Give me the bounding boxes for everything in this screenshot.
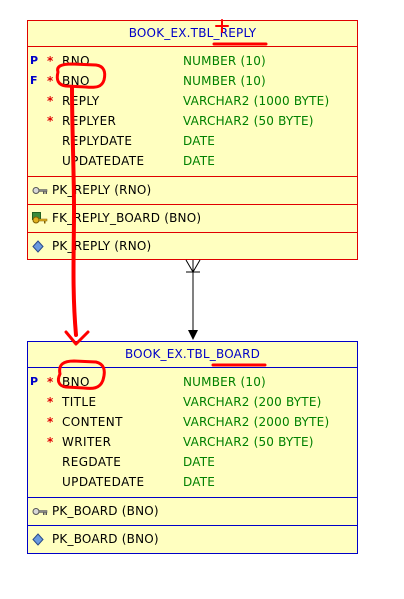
index-section[interactable]: PK_BOARD (BNO) — [28, 525, 357, 553]
column-type: NUMBER (10) — [183, 74, 266, 88]
column-row[interactable]: F * BNO NUMBER (10) — [28, 71, 357, 91]
column-type: DATE — [183, 154, 216, 168]
required-marker: * — [47, 415, 54, 429]
required-marker: * — [47, 375, 54, 389]
relationship-connector[interactable] — [185, 259, 201, 340]
column-name: BNO — [62, 74, 90, 88]
column-row[interactable]: UPDATEDATE DATE — [28, 472, 357, 492]
key-marker: F — [30, 74, 38, 87]
column-type: VARCHAR2 (200 BYTE) — [183, 395, 322, 409]
column-row[interactable]: UPDATEDATE DATE — [28, 151, 357, 171]
index-section[interactable]: PK_REPLY (RNO) — [28, 232, 357, 260]
column-type: NUMBER (10) — [183, 54, 266, 68]
primary-key-section[interactable]: PK_REPLY (RNO) — [28, 176, 357, 204]
column-row[interactable]: * TITLE VARCHAR2 (200 BYTE) — [28, 392, 357, 412]
column-name: WRITER — [62, 435, 112, 449]
foreign-key-icon — [32, 212, 48, 224]
primary-key-label: PK_REPLY (RNO) — [52, 183, 152, 197]
column-name: CONTENT — [62, 415, 123, 429]
key-marker: P — [30, 375, 39, 388]
column-name: UPDATEDATE — [62, 154, 145, 168]
foreign-key-section[interactable]: FK_REPLY_BOARD (BNO) — [28, 204, 357, 232]
column-list: P * BNO NUMBER (10) * TITLE VARCHAR2 (20… — [28, 368, 357, 497]
column-type: DATE — [183, 134, 216, 148]
required-marker: * — [47, 114, 54, 128]
column-type: VARCHAR2 (2000 BYTE) — [183, 415, 330, 429]
key-icon — [32, 187, 48, 194]
foreign-key-label: FK_REPLY_BOARD (BNO) — [52, 211, 202, 225]
diamond-icon — [32, 240, 44, 253]
required-marker: * — [47, 54, 54, 68]
required-marker: * — [47, 435, 54, 449]
column-row[interactable]: P * BNO NUMBER (10) — [28, 372, 357, 392]
column-type: DATE — [183, 475, 216, 489]
column-type: NUMBER (10) — [183, 375, 266, 389]
column-type: VARCHAR2 (50 BYTE) — [183, 435, 314, 449]
column-type: DATE — [183, 455, 216, 469]
entity-title[interactable]: BOOK_EX.TBL_REPLY — [28, 21, 357, 47]
required-marker: * — [47, 94, 54, 108]
column-type: VARCHAR2 (50 BYTE) — [183, 114, 314, 128]
column-row[interactable]: * WRITER VARCHAR2 (50 BYTE) — [28, 432, 357, 452]
column-row[interactable]: REPLYDATE DATE — [28, 131, 357, 151]
column-name: UPDATEDATE — [62, 475, 145, 489]
column-name: REPLY — [62, 94, 100, 108]
column-name: RNO — [62, 54, 90, 68]
arrowhead-icon — [188, 330, 198, 340]
required-marker: * — [47, 74, 54, 88]
primary-key-section[interactable]: PK_BOARD (BNO) — [28, 497, 357, 525]
key-icon — [32, 508, 48, 515]
entity-tbl-board[interactable]: BOOK_EX.TBL_BOARD P * BNO NUMBER (10) * … — [27, 341, 358, 554]
column-row[interactable]: * REPLY VARCHAR2 (1000 BYTE) — [28, 91, 357, 111]
column-type: VARCHAR2 (1000 BYTE) — [183, 94, 330, 108]
index-label: PK_REPLY (RNO) — [52, 239, 152, 253]
required-marker: * — [47, 395, 54, 409]
column-name: TITLE — [62, 395, 97, 409]
column-row[interactable]: * CONTENT VARCHAR2 (2000 BYTE) — [28, 412, 357, 432]
column-row[interactable]: * REPLYER VARCHAR2 (50 BYTE) — [28, 111, 357, 131]
column-name: BNO — [62, 375, 90, 389]
column-name: REPLYER — [62, 114, 117, 128]
column-row[interactable]: P * RNO NUMBER (10) — [28, 51, 357, 71]
column-list: P * RNO NUMBER (10) F * BNO NUMBER (10) … — [28, 47, 357, 176]
column-name: REPLYDATE — [62, 134, 133, 148]
column-row[interactable]: REGDATE DATE — [28, 452, 357, 472]
primary-key-label: PK_BOARD (BNO) — [52, 504, 159, 518]
column-name: REGDATE — [62, 455, 122, 469]
index-label: PK_BOARD (BNO) — [52, 532, 159, 546]
key-marker: P — [30, 54, 39, 67]
diamond-icon — [32, 533, 44, 546]
entity-title[interactable]: BOOK_EX.TBL_BOARD — [28, 342, 357, 368]
entity-tbl-reply[interactable]: BOOK_EX.TBL_REPLY P * RNO NUMBER (10) F … — [27, 20, 358, 260]
